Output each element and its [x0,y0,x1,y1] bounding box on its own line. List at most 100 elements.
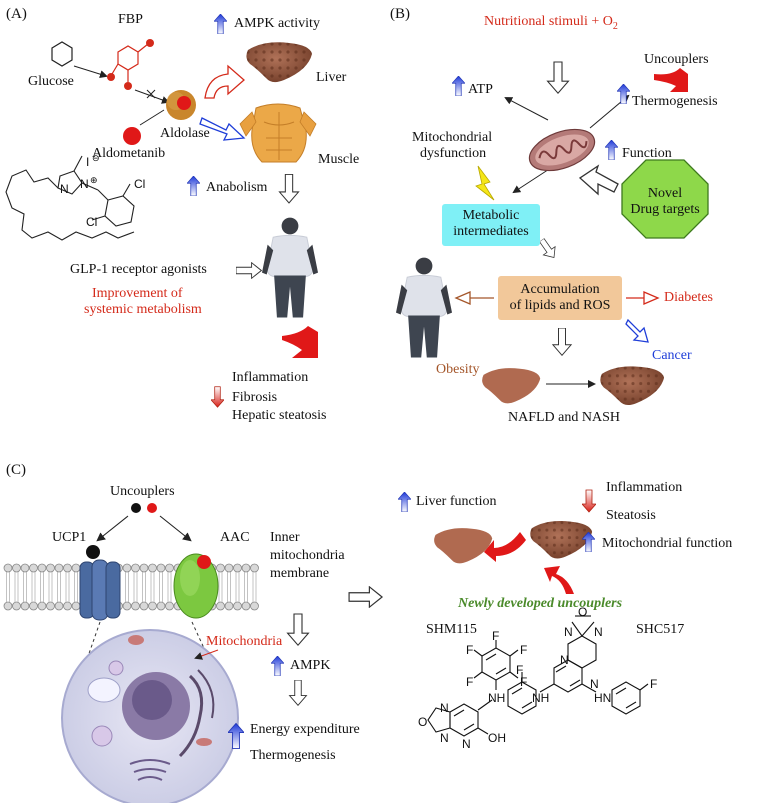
cl-label-1: Cl [134,177,146,191]
shc-n4: N [590,677,599,691]
glucose-hexagon-icon [51,41,73,67]
mitochondria-label: Mitochondria [206,634,283,649]
improvement-line1: Improvement of [92,286,183,301]
mitochondrion-icon [528,128,596,172]
aac-label: AAC [220,530,250,545]
muscle-torso-icon [239,103,317,163]
cl-label-2: Cl [86,215,98,229]
shc517-label: SHC517 [636,622,685,637]
shm-f4: F [466,643,474,657]
shc-f1: F [516,663,524,677]
glp1-label: GLP-1 receptor agonists [70,262,207,277]
aac-protein-icon [173,553,219,619]
red-arrow-uncouplers-icon [544,566,574,594]
metabolic-box [442,204,540,246]
panel-b-label: (B) [390,6,410,22]
shm-n1: N [440,701,449,715]
dysfunction-line2: dysfunction [420,146,487,161]
shm-nh: NH [488,691,506,705]
person-b-icon [396,257,452,358]
membrane-line3: membrane [270,566,330,581]
accumulation-box [498,276,622,320]
ucp1-label: UCP1 [52,530,87,545]
outcome-inflammation: Inflammation [232,370,309,385]
red-curved-arrow-icon [204,64,245,99]
panel-c-label: (C) [6,462,26,478]
liver-function-label: Liver function [416,494,497,509]
anabolism-label: Anabolism [206,180,268,195]
n-label-2: N [80,177,89,191]
shc-nh1: NH [532,691,550,705]
shc-n2: N [594,625,603,639]
fbp-label: FBP [118,12,143,27]
uncouplers-red-arrow-icon [654,68,688,92]
charge-minus: ⊖ [92,153,100,163]
red-arrow-liver-icon [484,532,526,562]
uncoupler-red-dot-icon [147,503,157,513]
ampk-activity-label: AMPK activity [234,16,320,31]
membrane-line2: mitochondria [270,548,345,563]
charge-plus: ⊕ [90,175,98,185]
stimuli-label: Nutritional stimuli + O2 [484,14,618,32]
dysfunction-line1: Mitochondrial [412,130,493,145]
liver-healthy-b-icon [482,368,541,404]
shm-f2: F [520,643,528,657]
liver-diseased-c-icon [530,520,593,559]
shm115-label: SHM115 [426,622,477,637]
ampk-c-label: AMPK [290,658,331,673]
cell-illustration-icon [61,629,239,803]
lightning-bolt-icon [475,165,495,201]
shc-n1: N [564,625,573,639]
nafld-label: NAFLD and NASH [508,410,620,425]
shm-f5: F [466,675,474,689]
steatosis-label: Steatosis [606,508,656,523]
outcome-fibrosis: Fibrosis [232,390,278,405]
uncouplers-c-label: Uncouplers [110,484,175,499]
shm-n3: N [462,737,471,751]
shm115-structure-icon [427,640,519,737]
liver-a-icon [246,42,312,83]
shc-nh2: HN [594,691,612,705]
shc-o: O [578,605,588,619]
shm-f3: F [520,675,528,689]
shc517-structure-icon [507,615,649,715]
membrane-bilayer-icon [3,563,259,611]
panel-a-label: (A) [6,6,27,22]
glucose-label: Glucose [28,74,74,89]
shm-o: O [418,715,428,729]
shm-n2: N [440,731,449,745]
shm-oh: OH [488,731,506,745]
fbp-hexagon-icon [117,45,139,71]
person-a-icon [262,217,318,318]
drug-targets-octagon [621,159,709,239]
membrane-line1: Inner [270,530,300,545]
aldolase-label: Aldolase [160,126,210,141]
ucp1-protein-icon [79,545,121,621]
shc-f2: F [650,677,658,691]
shm-f1: F [492,629,500,643]
obesity-label: Obesity [436,362,480,377]
atp-label: ATP [468,82,493,97]
iodide-label: I [86,155,90,169]
muscle-label: Muscle [318,152,360,167]
liver-healthy-c-icon [434,528,493,564]
inflammation-c-label: Inflammation [606,480,683,495]
shc-n3: N [560,653,569,667]
liver-diseased-b-icon [600,366,665,406]
mito-function-label: Mitochondrial function [602,536,733,551]
improvement-line2: systemic metabolism [84,302,202,317]
red-down-arrow-icon [282,326,318,358]
blue-arrow-muscle-icon [199,117,246,141]
aldometanib-label: Aldometanib [92,146,166,161]
diabetes-label: Diabetes [664,290,713,305]
liver-label: Liver [316,70,347,85]
n-label-1: N [60,182,69,196]
aldometanib-dot-icon [123,127,141,145]
function-label: Function [622,146,672,161]
thermogenesis-b-label: Thermogenesis [632,94,718,109]
uncouplers-b-label: Uncouplers [644,52,709,67]
